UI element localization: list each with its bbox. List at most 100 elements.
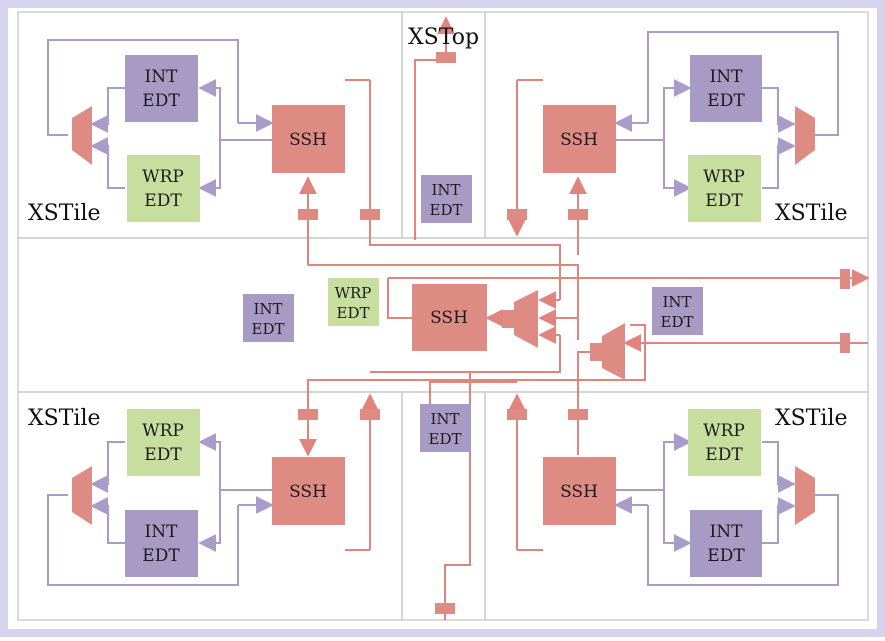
- tl-loop-line: [47, 39, 239, 136]
- tr-ssh-to-int: [616, 79, 692, 141]
- ssh-block-tl: [272, 105, 345, 173]
- edt-chain-lines: [47, 31, 839, 586]
- int-edt-bl-line1: INT: [145, 522, 179, 542]
- tr-loop-line: [647, 31, 839, 136]
- int-edt-tr: [690, 55, 762, 122]
- wrp-edt-br-line2: EDT: [705, 445, 743, 465]
- ssh-label-tr: SSH: [560, 130, 598, 150]
- tr-ssh-to-wrp: [663, 140, 692, 197]
- bl-compressor: [72, 466, 92, 525]
- bl-wrp-to-comp: [90, 441, 125, 493]
- center-ssh-left-link: [387, 278, 412, 319]
- int-edt-tr-line2: EDT: [707, 91, 745, 111]
- br-loop-line: [647, 494, 839, 586]
- xstile-label-tl: XSTile: [28, 201, 101, 226]
- ssh-label-tl: SSH: [289, 130, 327, 150]
- xstile-label-bl: XSTile: [28, 406, 101, 431]
- ssh-label-center: SSH: [430, 308, 468, 328]
- wrp-edt-tr-line1: WRP: [703, 167, 745, 187]
- int-edt-bl: [125, 510, 198, 577]
- ssh-block-bl: [272, 457, 345, 525]
- pipe-stage-tl-out: [360, 209, 380, 220]
- pipe-stage-xstop-in: [435, 603, 455, 614]
- int-edt-center-left: [243, 294, 294, 342]
- br-wrp-to-comp: [762, 441, 796, 493]
- wrp-edt-blocks: WRP EDT WRP EDT WRP EDT WRP EDT WRP EDT: [127, 155, 761, 476]
- ssh-block-br: [543, 457, 616, 525]
- pipe-stage-tr-in: [507, 209, 527, 220]
- io-port-center-in: [840, 333, 850, 353]
- tr-compressor: [795, 106, 815, 165]
- wrp-edt-bl: [127, 409, 200, 476]
- center-compressor: [602, 323, 625, 380]
- int-edt-top-channel-line2: EDT: [430, 201, 463, 219]
- int-edt-bottom-channel-line1: INT: [430, 410, 459, 428]
- int-edt-center-left-line2: EDT: [252, 320, 285, 338]
- pipe-stage-tl-in: [298, 209, 318, 220]
- xstop-output-line: [414, 16, 455, 240]
- wrp-edt-bl-line1: WRP: [142, 421, 184, 441]
- ssh-block-center: [412, 284, 487, 351]
- int-edt-br-line2: EDT: [707, 546, 745, 566]
- wrp-edt-center: [328, 278, 379, 326]
- pipe-stage-bl-in: [298, 409, 318, 420]
- watermark: 知乎 @恒芯闪耀: [672, 589, 833, 614]
- br-compressor: [795, 466, 815, 525]
- tl-compressor: [72, 106, 92, 165]
- int-edt-blocks: INT EDT INT EDT INT EDT INT EDT INT EDT …: [125, 55, 762, 577]
- pipe-stage-br-in: [568, 409, 588, 420]
- center-decompressor: [514, 290, 538, 348]
- tl-wrp-to-comp: [90, 137, 125, 189]
- wrp-edt-tr-line2: EDT: [705, 191, 743, 211]
- tl-ssh-to-wrp: [198, 140, 221, 197]
- int-edt-bottom-channel-line2: EDT: [429, 430, 462, 448]
- br-center-link: [429, 381, 517, 405]
- tl-scan-out-line: [369, 80, 561, 300]
- int-edt-center-right: [652, 287, 703, 335]
- ssh-label-br: SSH: [560, 482, 598, 502]
- tl-int-to-comp: [90, 87, 125, 133]
- region-outlines: [17, 11, 869, 621]
- tr-wrp-to-comp: [762, 137, 796, 189]
- io-port-center-out: [840, 269, 850, 289]
- xstop-label: XSTop: [408, 25, 479, 50]
- int-edt-br: [690, 510, 762, 577]
- int-edt-center-right-line1: INT: [662, 293, 691, 311]
- bl-ssh-to-int: [198, 490, 221, 552]
- bl-ssh-to-wrp: [198, 433, 272, 491]
- br-scan-in-route: [577, 351, 595, 455]
- tl-center-link: [308, 264, 579, 340]
- center-decomp-stage: [502, 310, 514, 328]
- ssh-blocks: SSH SSH SSH SSH SSH: [272, 105, 616, 525]
- int-edt-top-channel-line1: INT: [431, 181, 460, 199]
- int-edt-tr-line1: INT: [710, 67, 744, 87]
- ssh-block-tr: [543, 105, 616, 173]
- wrp-edt-tl-line1: WRP: [142, 167, 184, 187]
- int-edt-bl-line2: EDT: [142, 546, 180, 566]
- int-edt-tl: [125, 55, 198, 122]
- br-ssh-to-wrp: [616, 433, 692, 491]
- int-edt-center-right-line2: EDT: [661, 313, 694, 331]
- int-edt-tl-line2: EDT: [142, 91, 180, 111]
- br-ssh-to-int: [663, 490, 692, 552]
- ssh-chain-lines: [299, 16, 870, 620]
- wrp-edt-bl-line2: EDT: [144, 445, 182, 465]
- xstile-label-br: XSTile: [775, 406, 848, 431]
- pipe-stage-tr-out: [568, 209, 588, 220]
- bottom-channel-region: [401, 391, 486, 621]
- ssh-label-bl: SSH: [289, 482, 327, 502]
- xstile-label-tr: XSTile: [775, 201, 848, 226]
- wrp-edt-br-line1: WRP: [703, 421, 745, 441]
- int-edt-center-left-line1: INT: [253, 300, 282, 318]
- int-edt-bottom-channel: [420, 404, 471, 452]
- bl-loop-line: [47, 494, 239, 586]
- wrp-edt-center-line2: EDT: [337, 304, 370, 322]
- bl-center-link: [370, 335, 561, 373]
- wrp-edt-br: [688, 409, 761, 476]
- wrp-edt-tl: [127, 155, 200, 222]
- xstop-input-line: [444, 372, 471, 620]
- pipe-stage-br-out: [507, 409, 527, 420]
- int-edt-br-line1: INT: [710, 522, 744, 542]
